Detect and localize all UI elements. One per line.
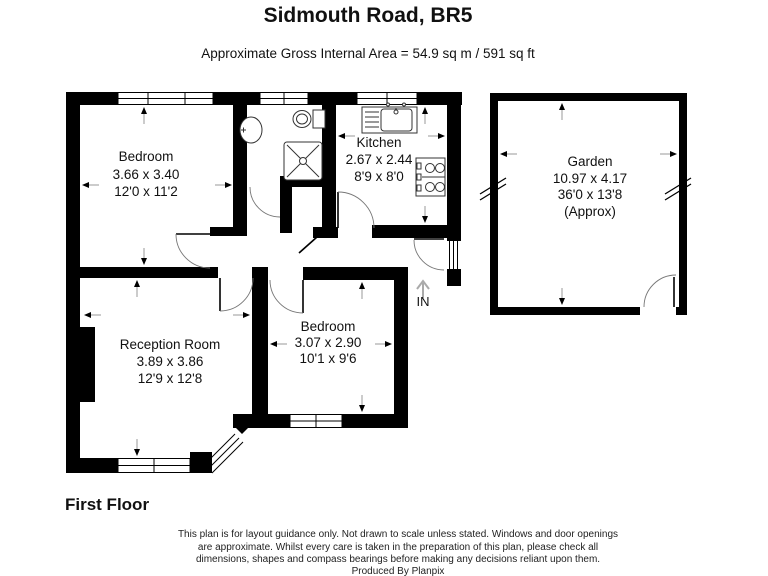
dimension-arrows (82, 103, 677, 456)
bedroom2-label: Bedroom 3.07 x 2.90 10'1 x 9'6 (295, 319, 362, 366)
kitchen-fixtures (361, 102, 446, 197)
room-dim-metric: 3.66 x 3.40 (113, 167, 180, 182)
entrance-marker: IN (416, 279, 430, 309)
kitchen-window (356, 92, 418, 105)
arrow-right-icon (215, 182, 232, 188)
room-name: Garden (567, 154, 612, 169)
shower-icon (283, 141, 323, 181)
disclaimer-line-3: dimensions, shapes and compass bearings … (196, 554, 600, 565)
basin-icon (239, 116, 263, 144)
flat-walls (66, 92, 462, 473)
garden-label: Garden 10.97 x 4.17 36'0 x 13'8 (Approx) (553, 154, 627, 219)
arrow-down-icon (559, 288, 565, 305)
arrow-right-icon (660, 151, 677, 157)
room-name: Bedroom (301, 319, 356, 334)
bay-window (203, 433, 244, 474)
kitchen-door (337, 191, 375, 229)
bedroom1-label: Bedroom 3.66 x 3.40 12'0 x 11'2 (113, 149, 180, 199)
toilet-icon (292, 109, 326, 129)
arrow-down-icon (134, 439, 140, 456)
arrow-right-icon (428, 133, 445, 139)
room-dim-imperial: 12'0 x 11'2 (114, 184, 177, 199)
disclaimer-line-1: This plan is for layout guidance only. N… (178, 529, 618, 540)
entrance-door (413, 238, 461, 271)
header: Sidmouth Road, BR5 Approximate Gross Int… (201, 4, 535, 61)
arrow-down-icon (141, 248, 147, 265)
arrow-up-icon (559, 103, 565, 120)
page-subtitle: Approximate Gross Internal Area = 54.9 s… (201, 46, 535, 61)
room-dim-imperial: 8'9 x 8'0 (354, 169, 403, 184)
chimney-breast (80, 327, 95, 402)
arrow-up-icon (422, 107, 428, 124)
arrow-down-icon (359, 395, 365, 412)
bedroom1-window (117, 92, 214, 105)
bedroom1-door (175, 233, 211, 269)
room-name: Kitchen (356, 135, 401, 150)
in-arrow-icon (416, 279, 430, 298)
arrow-left-icon (270, 341, 287, 347)
room-dim-imperial: 36'0 x 13'8 (558, 187, 622, 202)
reception-door (219, 277, 254, 312)
floor-label: First Floor (65, 495, 149, 514)
arrow-right-icon (233, 312, 250, 318)
cupboard-door (298, 236, 318, 254)
arrow-up-icon (134, 280, 140, 297)
arrow-up-icon (359, 282, 365, 299)
garden (479, 93, 692, 315)
hob-icon (415, 157, 446, 197)
page-title: Sidmouth Road, BR5 (264, 4, 473, 27)
arrow-left-icon (338, 133, 355, 139)
room-labels: Bedroom 3.66 x 3.40 12'0 x 11'2 Kitchen … (113, 135, 628, 386)
bathroom-window (259, 92, 309, 105)
garden-break-marks (479, 177, 692, 201)
room-dim-metric: 10.97 x 4.17 (553, 171, 627, 186)
arrow-left-icon (84, 312, 101, 318)
disclaimer-line-2: are approximate. Whilst every care is ta… (198, 542, 598, 553)
windows (117, 92, 418, 474)
bedroom2-door (269, 279, 304, 314)
bathroom-door (249, 186, 281, 218)
arrow-up-icon (141, 107, 147, 124)
room-dim-imperial: 12'9 x 12'8 (138, 371, 202, 386)
kitchen-label: Kitchen 2.67 x 2.44 8'9 x 8'0 (346, 135, 413, 184)
room-name: Bedroom (119, 149, 174, 164)
arrow-right-icon (375, 341, 392, 347)
produced-by: Produced By Planpix (352, 566, 445, 576)
doors (175, 186, 461, 314)
reception-label: Reception Room 3.89 x 3.86 12'9 x 12'8 (120, 337, 221, 386)
arrow-down-icon (422, 206, 428, 223)
room-dim-note: (Approx) (564, 204, 616, 219)
arrow-left-icon (500, 151, 517, 157)
room-dim-metric: 2.67 x 2.44 (346, 152, 413, 167)
bedroom2-window (289, 414, 343, 428)
sink-icon (361, 102, 418, 134)
entrance-label: IN (417, 294, 430, 309)
room-name: Reception Room (120, 337, 221, 352)
room-dim-metric: 3.89 x 3.86 (137, 354, 204, 369)
bathroom-fixtures (239, 109, 326, 181)
reception-window (117, 458, 191, 473)
room-dim-imperial: 10'1 x 9'6 (300, 351, 357, 366)
footer: First Floor This plan is for layout guid… (65, 495, 618, 576)
garden-door (643, 274, 677, 308)
room-dim-metric: 3.07 x 2.90 (295, 335, 362, 350)
arrow-left-icon (82, 182, 99, 188)
